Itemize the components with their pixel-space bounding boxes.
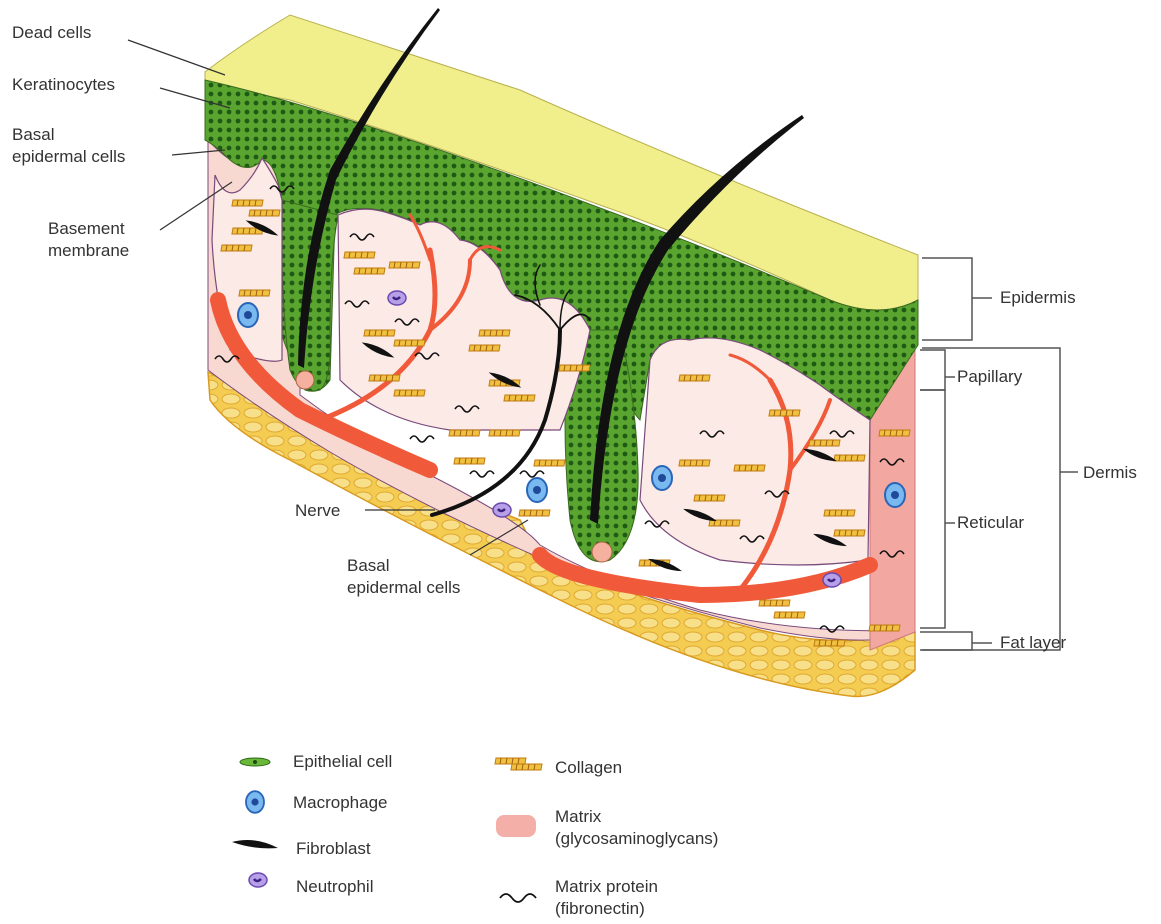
legend-neutrophil-label: Neutrophil [296, 876, 374, 898]
label-dead-cells: Dead cells [12, 22, 91, 44]
label-nerve: Nerve [295, 500, 340, 522]
label-fat-layer: Fat layer [1000, 632, 1066, 654]
legend-epithelial-cell-label: Epithelial cell [293, 751, 392, 773]
epithelial-cell-icon [240, 758, 270, 766]
fibroblast-icon [232, 840, 278, 848]
legend-fibroblast-label: Fibroblast [296, 838, 371, 860]
label-reticular: Reticular [957, 512, 1024, 534]
legend-matrix-protein-label: Matrix protein (fibronectin) [555, 876, 658, 920]
label-dermis: Dermis [1083, 462, 1137, 484]
legend-collagen-label: Collagen [555, 757, 622, 779]
label-basal-epidermal-cells-top: Basal epidermal cells [12, 124, 125, 168]
legend-icons [232, 758, 542, 902]
matrix-icon [496, 815, 536, 837]
layer-brackets [920, 258, 1078, 650]
legend-macrophage-label: Macrophage [293, 792, 388, 814]
hair-bulb-2 [592, 542, 612, 562]
hair-bulb-1 [296, 371, 314, 389]
label-basal-epidermal-cells-bottom: Basal epidermal cells [347, 555, 460, 599]
collagen-icon [495, 758, 542, 770]
label-epidermis: Epidermis [1000, 287, 1076, 309]
matrix-protein-icon [500, 894, 536, 902]
macrophage-icon [246, 791, 264, 813]
legend-matrix-label: Matrix (glycosaminoglycans) [555, 806, 718, 850]
neutrophil-icon [249, 873, 267, 887]
label-papillary: Papillary [957, 366, 1022, 388]
label-keratinocytes: Keratinocytes [12, 74, 115, 96]
label-basement-membrane: Basement membrane [48, 218, 129, 262]
